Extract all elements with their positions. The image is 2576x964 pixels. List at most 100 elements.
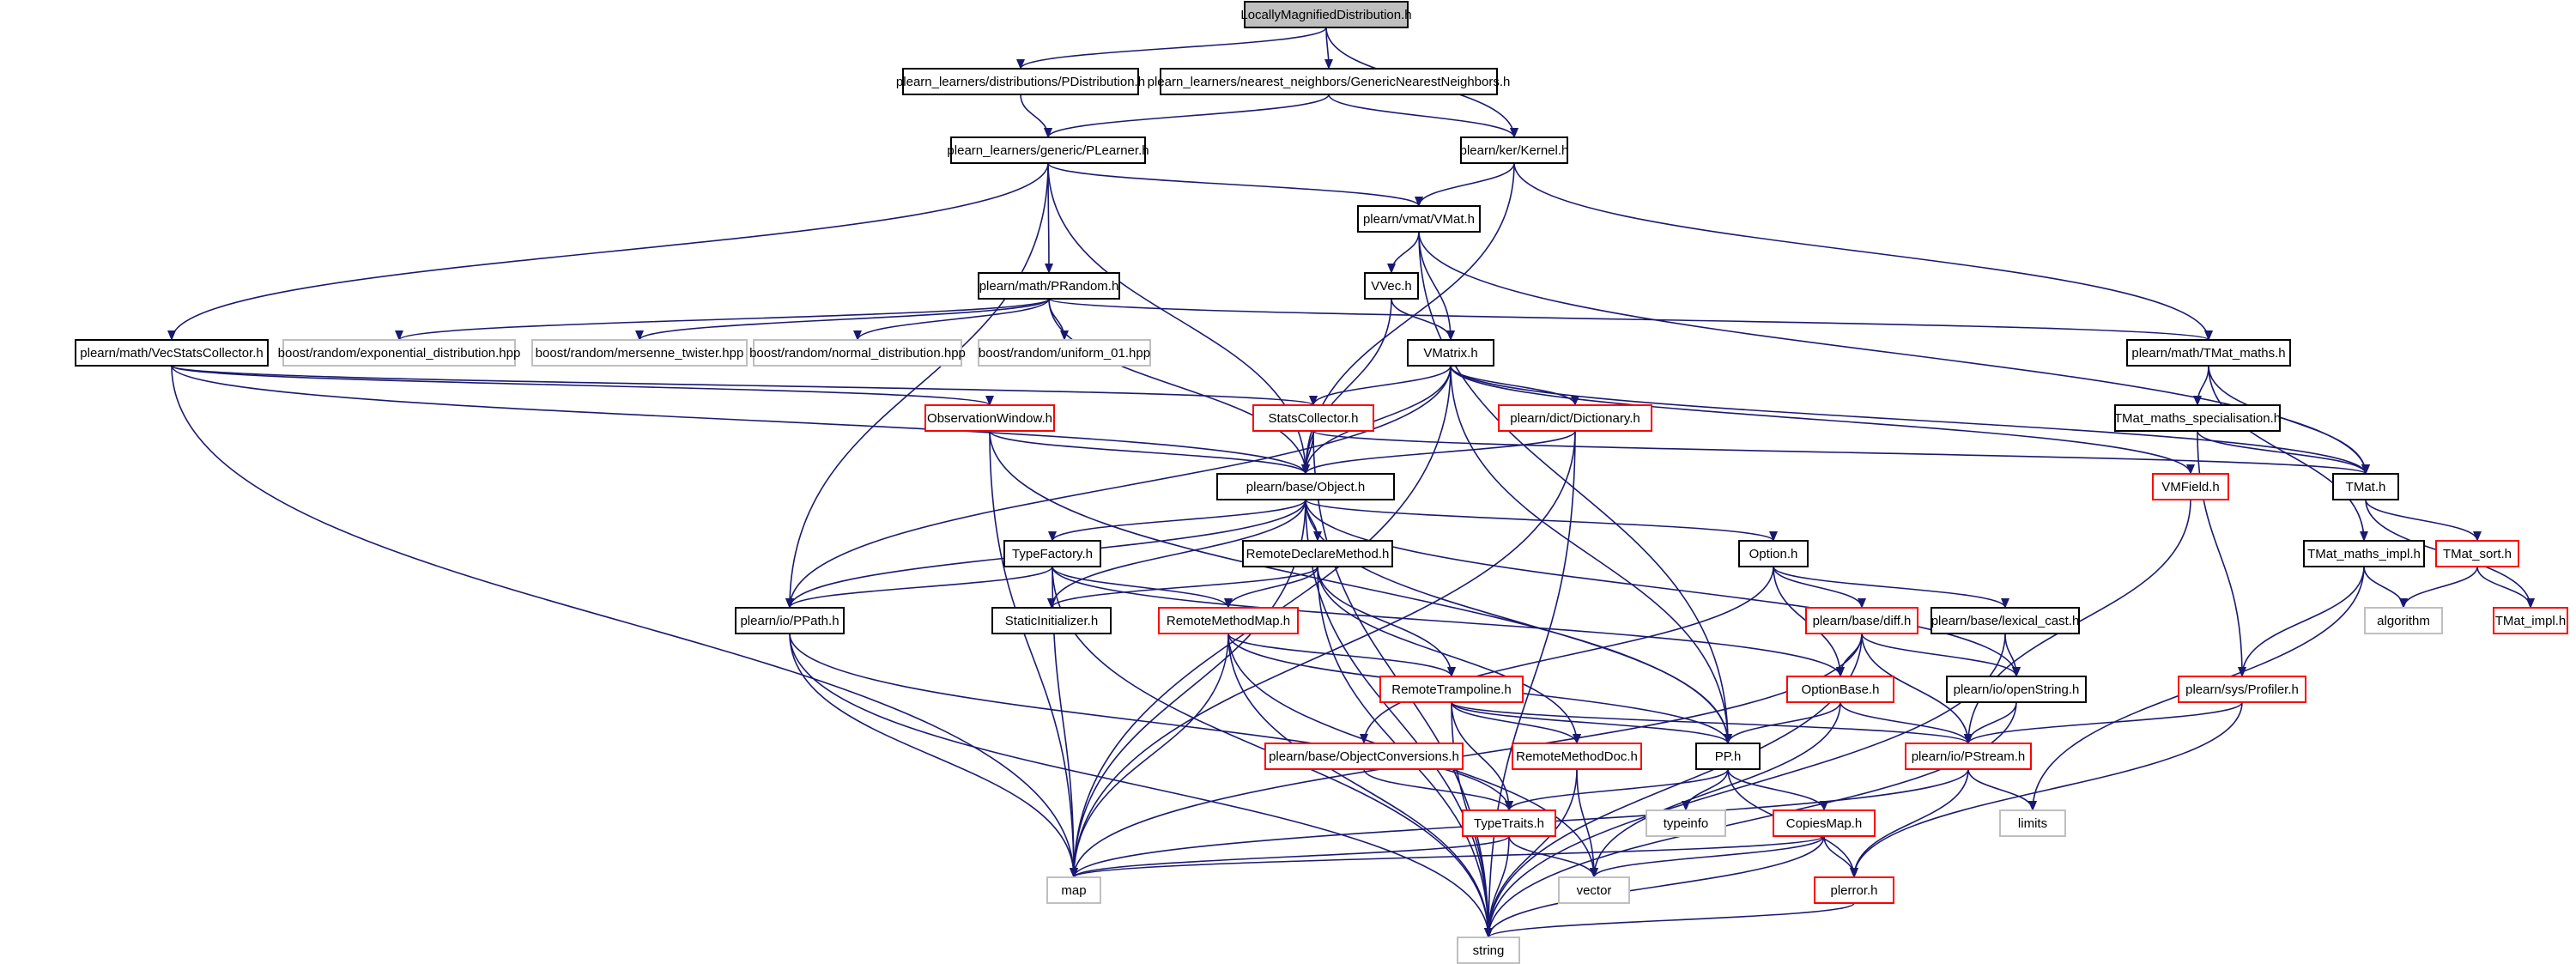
node-profiler[interactable]: plearn/sys/Profiler.h (2178, 676, 2306, 703)
node-vmatrix[interactable]: VMatrix.h (1407, 339, 1494, 367)
node-label-expdist: boost/random/exponential_distribution.hp… (278, 346, 521, 361)
node-box-limits (1999, 809, 2066, 837)
node-label-dict: plearn/dict/Dictionary.h (1510, 411, 1640, 426)
node-lexcast[interactable]: plearn/base/lexical_cast.h (1930, 607, 2080, 634)
edge-tmmimpl-to-algorithm (2363, 566, 2408, 609)
edge-typefactory-to-optionbase (1052, 566, 1845, 677)
node-tmatmaths[interactable]: plearn/math/TMat_maths.h (2126, 339, 2291, 367)
node-rtramp[interactable]: RemoteTrampoline.h (1379, 676, 1524, 703)
node-openstring[interactable]: plearn/io/openString.h (1946, 676, 2087, 703)
node-label-typefactory: TypeFactory.h (1012, 547, 1093, 561)
edge-vmatrix-to-ppath (785, 365, 1452, 609)
node-root[interactable]: LocallyMagnifiedDistribution.h (1240, 1, 1412, 28)
node-label-diff: plearn/base/diff.h (1813, 614, 1912, 628)
edge-rdm-to-rmm (1224, 566, 1318, 609)
node-box-option (1738, 540, 1809, 567)
node-rmm[interactable]: RemoteMethodMap.h (1158, 607, 1299, 634)
edge-vvec-to-vmatrix (1391, 298, 1455, 341)
edge-typetraits-to-map (1070, 835, 1510, 878)
edge-vecstats-to-map (171, 365, 1078, 878)
edge-vmatrix-to-pp (1450, 365, 1732, 744)
node-mersenne[interactable]: boost/random/mersenne_twister.hpp (531, 339, 748, 367)
node-tmmspec[interactable]: TMat_maths_specialisation.h (2114, 404, 2281, 432)
node-label-pp: PP.h (1715, 749, 1742, 764)
node-algorithm[interactable]: algorithm (2364, 607, 2443, 634)
node-optionbase[interactable]: OptionBase.h (1786, 676, 1894, 703)
node-box-normdist (753, 339, 962, 367)
node-label-plearner: plearn_learners/generic/PLearner.h (947, 143, 1149, 158)
node-box-unif (978, 339, 1151, 367)
node-option[interactable]: Option.h (1738, 540, 1809, 567)
edge-rtramp-to-pstream (1451, 701, 1973, 744)
node-plearner[interactable]: plearn_learners/generic/PLearner.h (947, 136, 1149, 164)
node-vector[interactable]: vector (1558, 876, 1630, 904)
edge-copiesmap-to-map (1070, 835, 1825, 878)
edge-kernel-to-tmatmaths (1513, 162, 2213, 341)
edge-tmatsort-to-tmatimpl (2476, 566, 2535, 609)
node-pstream[interactable]: plearn/io/PStream.h (1905, 743, 2032, 770)
node-label-string: string (1473, 943, 1505, 958)
edge-obswin-to-map (989, 430, 1078, 878)
node-box-root (1244, 1, 1409, 28)
node-diff[interactable]: plearn/base/diff.h (1805, 607, 1918, 634)
node-box-pp (1695, 743, 1761, 770)
node-objconv[interactable]: plearn/base/ObjectConversions.h (1264, 743, 1464, 770)
node-typefactory[interactable]: TypeFactory.h (1003, 540, 1101, 567)
edge-typefactory-to-ppath (785, 566, 1053, 609)
node-gnn[interactable]: plearn_learners/nearest_neighbors/Generi… (1148, 68, 1511, 95)
node-obswin[interactable]: ObservationWindow.h (924, 404, 1055, 432)
node-vmat[interactable]: plearn/vmat/VMat.h (1357, 205, 1481, 233)
node-typetraits[interactable]: TypeTraits.h (1462, 809, 1556, 837)
node-vvec[interactable]: VVec.h (1364, 272, 1419, 300)
node-tmmimpl[interactable]: TMat_maths_impl.h (2303, 540, 2425, 567)
node-box-optionbase (1786, 676, 1894, 703)
node-ppath[interactable]: plearn/io/PPath.h (735, 607, 845, 634)
node-kernel[interactable]: plearn/ker/Kernel.h (1460, 136, 1569, 164)
node-label-rmdoc: RemoteMethodDoc.h (1516, 749, 1638, 764)
edge-rdm-to-rtramp (1317, 566, 1456, 677)
node-statscoll[interactable]: StatsCollector.h (1252, 404, 1374, 432)
node-unif[interactable]: boost/random/uniform_01.hpp (978, 339, 1151, 367)
node-tmatimpl[interactable]: TMat_impl.h (2493, 607, 2568, 634)
node-object[interactable]: plearn/base/Object.h (1216, 473, 1395, 500)
node-typeinfo[interactable]: typeinfo (1646, 809, 1726, 837)
node-box-statscoll (1252, 404, 1374, 432)
node-rmdoc[interactable]: RemoteMethodDoc.h (1512, 743, 1642, 770)
node-prandom[interactable]: plearn/math/PRandom.h (978, 272, 1120, 300)
node-plerror[interactable]: plerror.h (1814, 876, 1894, 904)
node-label-vmatrix: VMatrix.h (1423, 346, 1477, 361)
node-tmat[interactable]: TMat.h (2332, 473, 2399, 500)
edge-object-to-typefactory (1048, 499, 1306, 542)
node-box-pstream (1905, 743, 2032, 770)
edge-rdm-to-staticinit (1047, 566, 1318, 609)
node-dict[interactable]: plearn/dict/Dictionary.h (1498, 404, 1652, 432)
node-map[interactable]: map (1046, 876, 1101, 904)
edge-kernel-to-vmat (1415, 162, 1515, 207)
node-label-lexcast: plearn/base/lexical_cast.h (1931, 614, 2080, 628)
edge-prandom-to-object (1048, 298, 1310, 475)
node-pp[interactable]: PP.h (1695, 743, 1761, 770)
node-box-rmm (1158, 607, 1299, 634)
node-label-unif: boost/random/uniform_01.hpp (979, 346, 1150, 361)
node-staticinit[interactable]: StaticInitializer.h (991, 607, 1112, 634)
node-pdist[interactable]: plearn_learners/distributions/PDistribut… (896, 68, 1145, 95)
edge-vecstats-to-object (171, 365, 1310, 475)
edge-ppath-to-typetraits (789, 633, 1513, 811)
node-label-object: plearn/base/Object.h (1246, 480, 1365, 494)
node-vecstats[interactable]: plearn/math/VecStatsCollector.h (75, 339, 269, 367)
node-string[interactable]: string (1457, 937, 1520, 964)
node-limits[interactable]: limits (1999, 809, 2066, 837)
node-label-vecstats: plearn/math/VecStatsCollector.h (80, 346, 263, 361)
node-normdist[interactable]: boost/random/normal_distribution.hpp (749, 339, 966, 367)
node-box-typeinfo (1646, 809, 1726, 837)
edge-optionbase-to-pstream (1840, 701, 1973, 744)
node-label-typetraits: TypeTraits.h (1474, 816, 1544, 831)
node-tmatsort[interactable]: TMat_sort.h (2435, 540, 2519, 567)
node-copiesmap[interactable]: CopiesMap.h (1773, 809, 1876, 837)
edge-prandom-to-normdist (853, 298, 1050, 341)
node-expdist[interactable]: boost/random/exponential_distribution.hp… (278, 339, 521, 367)
node-rdm[interactable]: RemoteDeclareMethod.h (1242, 540, 1393, 567)
node-box-tmmimpl (2303, 540, 2425, 567)
node-vmfield[interactable]: VMField.h (2152, 473, 2229, 500)
edge-prandom-to-expdist (395, 298, 1050, 341)
